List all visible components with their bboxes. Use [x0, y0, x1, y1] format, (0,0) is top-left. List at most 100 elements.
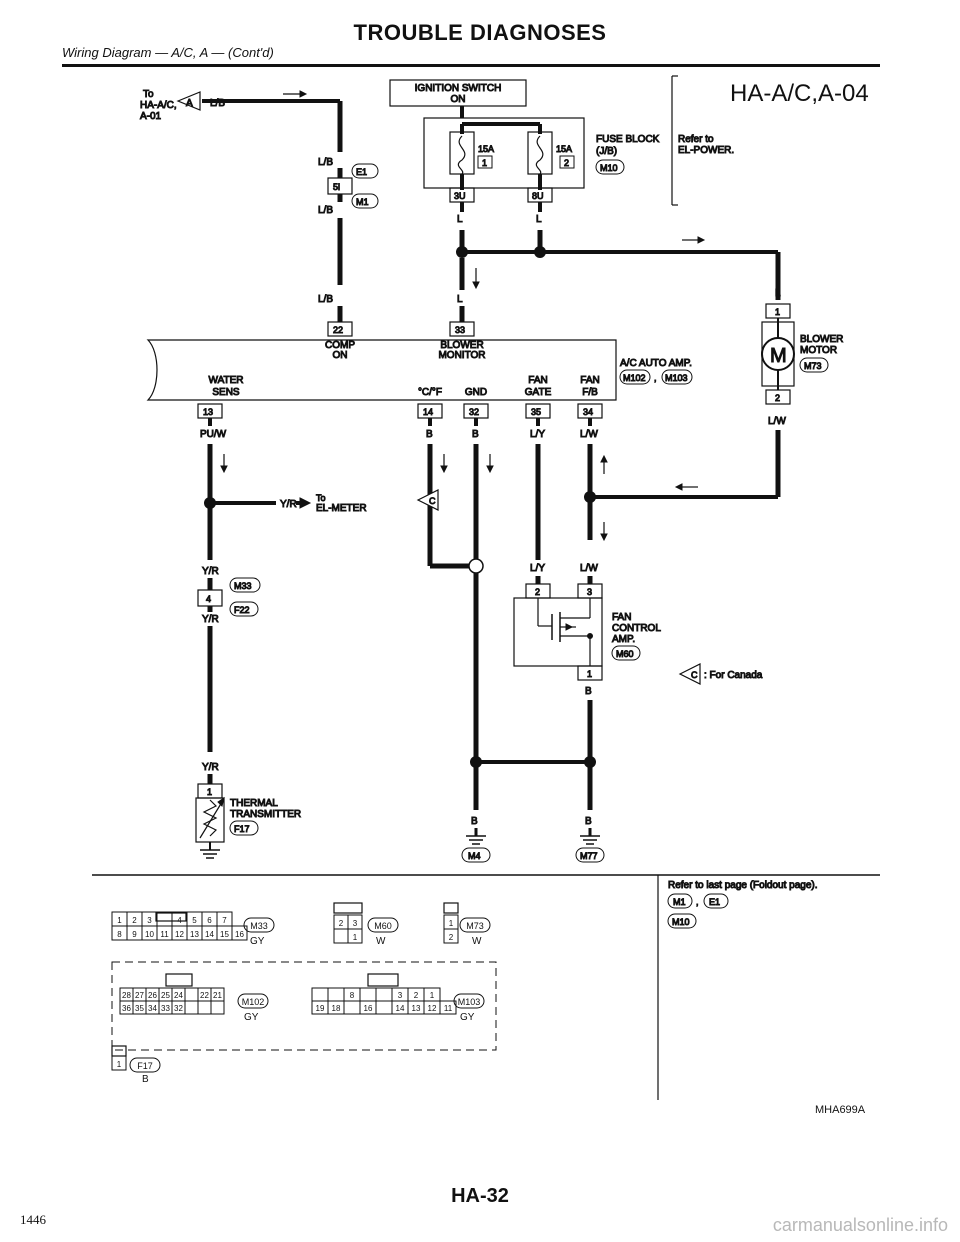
m102-pin-cell	[184, 1000, 199, 1015]
ground1-wire: B	[471, 816, 478, 827]
amp-t13-wire: PU/W	[200, 429, 227, 440]
m33-pin-label: 10	[145, 930, 154, 939]
comp-wire-label-2: L/B	[318, 205, 333, 216]
refer-foldout-c3: M10	[672, 917, 690, 927]
m73-pin-label: 1	[449, 919, 454, 928]
m33-pin-label: 6	[207, 916, 212, 925]
amp-t13: 13	[203, 407, 213, 417]
fuse-block-box	[423, 117, 585, 189]
m102-hood	[165, 973, 193, 987]
refer-foldout-line1: Refer to last page (Foldout page).	[668, 880, 818, 891]
thermal-line2: TRANSMITTER	[230, 809, 301, 820]
thermal-pin: 1	[207, 787, 212, 797]
ground2-wire: B	[585, 816, 592, 827]
amp-t13-label2: SENS	[212, 387, 240, 398]
fan-line2: CONTROL	[612, 623, 661, 634]
f17-tag	[129, 1057, 161, 1073]
ignition-line2: ON	[451, 94, 466, 105]
m33-name: M33	[250, 921, 268, 931]
m103-pin-cell	[375, 1000, 393, 1015]
therm-wire-3: Y/R	[202, 762, 219, 773]
fuse-block-name: FUSE BLOCK	[596, 134, 660, 145]
m60-color: W	[376, 936, 386, 947]
amp-t32: 32	[469, 407, 479, 417]
m60-pin-label: 3	[353, 919, 358, 928]
fuse2-no: 2	[564, 158, 569, 168]
m103-color: GY	[460, 1012, 475, 1023]
m60-pin-cell	[333, 928, 349, 944]
therm-pin: 4	[206, 594, 211, 604]
to-left-line3: A-01	[140, 111, 162, 122]
ground2-conn: M77	[580, 851, 598, 861]
m33-pin-label: 7	[222, 916, 227, 925]
fuse2-amp: 15A	[556, 144, 572, 154]
fan-wire-in2: L/W	[580, 563, 598, 574]
m33-tag	[243, 917, 275, 933]
m73-name: M73	[466, 921, 484, 931]
thermal-conn: F17	[234, 824, 250, 834]
amp-t13-label1: WATER	[209, 375, 244, 386]
fuse-2	[527, 131, 553, 175]
refer-foldout-c1: M1	[673, 897, 686, 907]
canada-note: : For Canada	[704, 670, 763, 681]
ground1-conn: M4	[468, 851, 481, 861]
diagram-code: HA-A/C,A-04	[730, 80, 869, 107]
fuse-wire1: L	[457, 214, 463, 225]
svg-text:,: ,	[654, 373, 657, 383]
amp-t33-label1: BLOWER	[440, 340, 483, 351]
fuse-1	[449, 131, 475, 175]
amp-t14: 14	[423, 407, 433, 417]
f17-name: F17	[137, 1061, 153, 1071]
to-meter-line1: To	[316, 493, 326, 503]
m103-pin-label: 13	[412, 1004, 421, 1013]
amp-conn2: M103	[665, 373, 688, 383]
amp-t34: 34	[583, 407, 593, 417]
fuse1-amp: 15A	[478, 144, 494, 154]
m102-pin-label: 25	[161, 991, 170, 1000]
m102-pin-cell	[197, 1000, 212, 1015]
page-number: HA-32	[451, 1185, 509, 1207]
m60-pin-label: 1	[353, 933, 358, 942]
m73-tag	[459, 917, 491, 933]
m33-pin-label: 8	[117, 930, 122, 939]
m103-pin-label: 18	[332, 1004, 341, 1013]
to-left-line2: HA-A/C,	[140, 100, 177, 111]
amp-t35: 35	[531, 407, 541, 417]
m33-pin-label: 1	[117, 916, 122, 925]
m102-pin-label: 26	[148, 991, 157, 1000]
m103-tag	[453, 993, 485, 1009]
page-subtitle: Wiring Diagram — A/C, A — (Cont'd)	[62, 45, 274, 60]
m33-pin-label: 5	[192, 916, 197, 925]
amp-conn1: M102	[623, 373, 646, 383]
amp-t33-wire: L	[457, 294, 463, 305]
f17-color: B	[142, 1074, 149, 1085]
m33-pin-cell	[156, 911, 173, 927]
fan-control-amp-box	[513, 597, 603, 667]
m103-pin-label: 14	[396, 1004, 405, 1013]
m102-pin-label: 21	[213, 991, 222, 1000]
m103-pin-label: 2	[414, 991, 419, 1000]
fan-pin3: 3	[587, 587, 592, 597]
to-meter-wire: Y/R	[280, 499, 297, 510]
amp-t14-wire: B	[426, 429, 433, 440]
m33-pin-label: 14	[205, 930, 214, 939]
watermark: carmanualsonline.info	[772, 1215, 948, 1235]
to-left-wire: L/B	[210, 98, 225, 109]
to-ha-ac-connector	[176, 90, 343, 152]
fan-wire-in1: L/Y	[530, 563, 545, 574]
fuse-block-sub: (J/B)	[596, 146, 617, 157]
m1-connector-tag	[351, 193, 379, 209]
thermal-line1: THERMAL	[230, 798, 278, 809]
amp-t22: 22	[333, 325, 343, 335]
m103-pin-label: 11	[444, 1004, 453, 1013]
m102-tag	[237, 993, 269, 1009]
m102-pin-label: 28	[122, 991, 131, 1000]
m102-pin-label: 33	[161, 1004, 170, 1013]
amp-t35-label2: GATE	[525, 387, 552, 398]
m73-pin-label: 2	[449, 933, 454, 942]
fuse-term2: 8U	[532, 191, 544, 201]
canada-marker	[416, 489, 439, 511]
